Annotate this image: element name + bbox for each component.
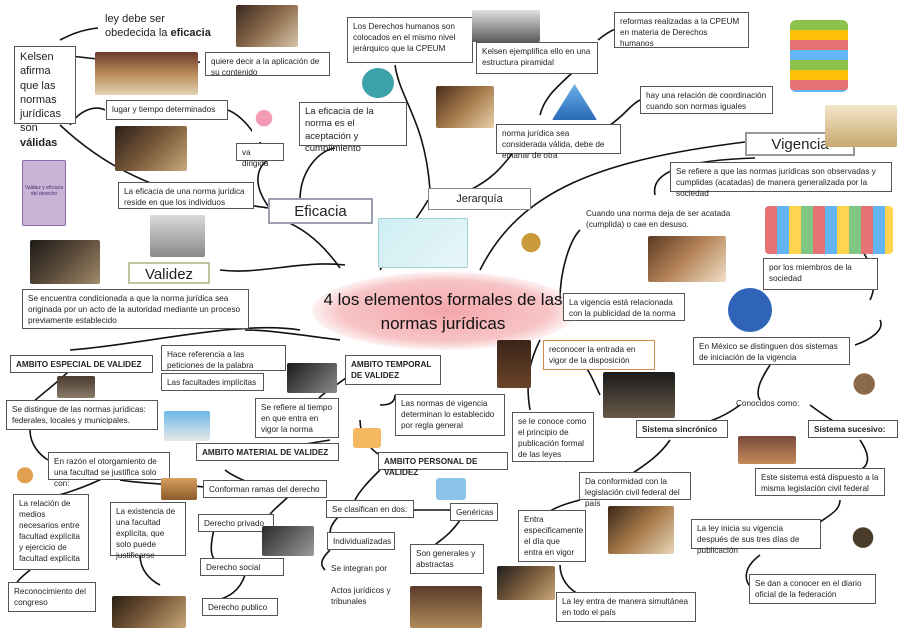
node-reside: La eficacia de una norma jurídica reside… — [118, 182, 254, 209]
node-aceptacion: La eficacia de la norma es el aceptación… — [299, 102, 407, 154]
heading-validez: Validez — [128, 262, 210, 284]
gavel-scales-photo-icon — [497, 566, 555, 600]
constitution-book-icon — [497, 340, 531, 388]
checklist-illustration-icon — [378, 218, 468, 268]
hand-gavel-icon — [845, 365, 893, 403]
node-facultades-implicitas: Las facultades implícitas — [161, 373, 264, 391]
reading-person-icon — [353, 428, 381, 448]
gavel-law-photo-icon — [608, 506, 674, 554]
node-principio-publicacion: se le conoce como el principio de public… — [512, 412, 594, 462]
scales-circle-icon — [728, 288, 772, 332]
congress-photo-icon — [95, 52, 198, 95]
node-conocidos-como: Conocidos como: — [736, 399, 800, 408]
node-entra-dia: Entra especificamente el día que entra e… — [518, 510, 586, 562]
node-otorgamiento: En razón el otorgamiento de una facultad… — [48, 452, 170, 488]
node-miembros-sociedad: por los miembros de la sociedad — [763, 258, 878, 290]
node-integran: Se integran por — [331, 564, 387, 573]
node-obedecida-text: ley debe ser obedecida la — [105, 13, 171, 40]
node-obedecida-bold: eficacia — [170, 27, 211, 40]
node-reformas: reformas realizadas a la CPEUM en materi… — [614, 12, 749, 48]
law-circle-icon — [362, 68, 394, 98]
node-generales-abstractas: Son generales y abstractas — [410, 544, 484, 574]
node-kelsen-validas: Kelsen afirma que las normas jurídicas s… — [14, 46, 76, 149]
node-reconocimiento: Reconocimiento del congreso — [8, 582, 96, 612]
office-person-icon — [436, 478, 466, 500]
node-lugar-tiempo: lugar y tiempo determinados — [106, 100, 228, 120]
scales-dark-photo-icon — [603, 372, 675, 418]
node-medios-necesarios: La relación de medios necesarios entre f… — [13, 494, 89, 570]
node-dispuesto: Este sistema está dispuesto a la misma l… — [755, 468, 885, 496]
people-crowd-icon — [765, 206, 893, 254]
node-diario-oficial: Se dan a conocer en el diario oficial de… — [749, 574, 876, 604]
node-simultanea: La ley entra de manera simultánea en tod… — [556, 592, 696, 622]
title-highlight — [312, 272, 577, 350]
open-book-photo-icon — [825, 105, 897, 147]
node-aplicacion: quiere decir a la aplicación de su conte… — [205, 52, 330, 77]
old-book-photo-icon — [30, 240, 100, 284]
node-regla-general: Las normas de vigencia determinan lo est… — [395, 394, 505, 436]
node-derechos-humanos: Los Derechos humanos son colocados en el… — [347, 17, 473, 63]
node-deja-acatada: Cuando una norma deja de ser acatada (cu… — [586, 209, 731, 230]
node-ambito-temporal: AMBITO TEMPORAL DE VALIDEZ — [345, 355, 441, 385]
heading-jerarquia: Jerarquía — [428, 188, 531, 210]
node-kelsen-bold: válidas — [20, 136, 58, 149]
gavel-closeup-photo-icon — [648, 236, 726, 282]
law-books-photo-icon — [115, 126, 187, 171]
pen-signing-photo-icon — [287, 363, 337, 393]
node-sistema-sincronico: Sistema sincrónico — [636, 420, 728, 438]
typing-photo-icon — [262, 526, 314, 556]
node-peticiones: Hace referencia a las peticiones de la p… — [161, 345, 286, 381]
stacked-blocks-icon — [790, 20, 848, 92]
node-ambito-especial: AMBITO ESPECIAL DE VALIDEZ — [10, 355, 153, 373]
court-desk-icon — [738, 436, 796, 464]
main-title: 4 los elementos formales de las normas j… — [323, 290, 563, 333]
node-norma-valida: norma jurídica sea considerada válida, d… — [496, 124, 621, 160]
node-derecho-privado: Derecho privado — [198, 514, 274, 532]
node-condicionada: Se encuentra condicionada a que la norma… — [22, 289, 249, 329]
node-vigencia-refiere: Se refiere a que las normas jurídicas so… — [670, 162, 892, 198]
node-genericas: Genéricas — [450, 503, 498, 521]
judge-cartoon-icon — [7, 460, 43, 494]
node-estructura-piramidal: Kelsen ejemplifica ello en una estructur… — [476, 42, 598, 74]
node-individualizadas: Individualizadas — [327, 532, 395, 550]
node-conformidad: Da conformidad con la legislación civil … — [579, 472, 691, 508]
book-cover-title: Validez y eficacia del derecho — [24, 185, 64, 197]
heading-eficacia: Eficacia — [268, 198, 373, 224]
node-reconocer-vigor: reconocer la entrada en vigor de la disp… — [543, 340, 655, 370]
gavel-photo-icon — [236, 5, 298, 47]
node-va-dirigida: va dirigida — [236, 143, 284, 168]
node-publicidad: La vigencia está relacionada con la publ… — [563, 293, 685, 321]
node-ramas: Conforman ramas del derecho — [203, 480, 327, 498]
node-derecho-publico: Derecho publico — [202, 598, 278, 616]
node-mexico-sistemas: En México se distinguen dos sistemas de … — [693, 337, 850, 365]
gavel-book-photo-icon — [436, 86, 494, 128]
node-existencia-facultad: La existencia de una facultad explícita,… — [110, 502, 186, 560]
node-distingue: Se distingue de las normas jurídicas: fe… — [6, 400, 158, 430]
node-coordinacion: hay una relación de coordinación cuando … — [640, 86, 773, 114]
justice-statue-icon — [150, 215, 205, 257]
gavel-small-icon — [161, 478, 197, 500]
gavel-black-icon — [843, 520, 883, 564]
node-obedecida: ley debe ser obedecida la eficacia — [105, 12, 215, 41]
gavel-books-photo-icon — [112, 596, 186, 628]
node-tres-dias: La ley inicia su vigencia después de sus… — [691, 519, 821, 555]
scales-gold-icon — [515, 225, 547, 269]
node-clasifican: Se clasifican en dos: — [326, 500, 414, 518]
node-tiempo-vigor: Se refiere al tiempo en que entra en vig… — [255, 398, 339, 438]
node-actos-juridicos: Actos jurídicos y tribunales — [331, 586, 391, 607]
node-sistema-sucesivo: Sistema sucesivo: — [808, 420, 898, 438]
node-kelsen-text: Kelsen afirma que las normas jurídicas s… — [20, 51, 61, 135]
question-figure-icon — [252, 108, 276, 142]
courtroom-photo-icon — [410, 586, 482, 628]
node-ambito-personal: AMBITO PERSONAL DE VALIDEZ — [378, 452, 508, 477]
chess-photo-icon — [472, 10, 540, 42]
book-cover-icon: Validez y eficacia del derecho — [22, 160, 66, 226]
node-derecho-social: Derecho social — [200, 558, 284, 576]
pyramid-chart-icon — [164, 411, 210, 441]
group-photo-icon — [57, 376, 95, 398]
node-ambito-material: AMBITO MATERIAL DE VALIDEZ — [196, 443, 339, 461]
